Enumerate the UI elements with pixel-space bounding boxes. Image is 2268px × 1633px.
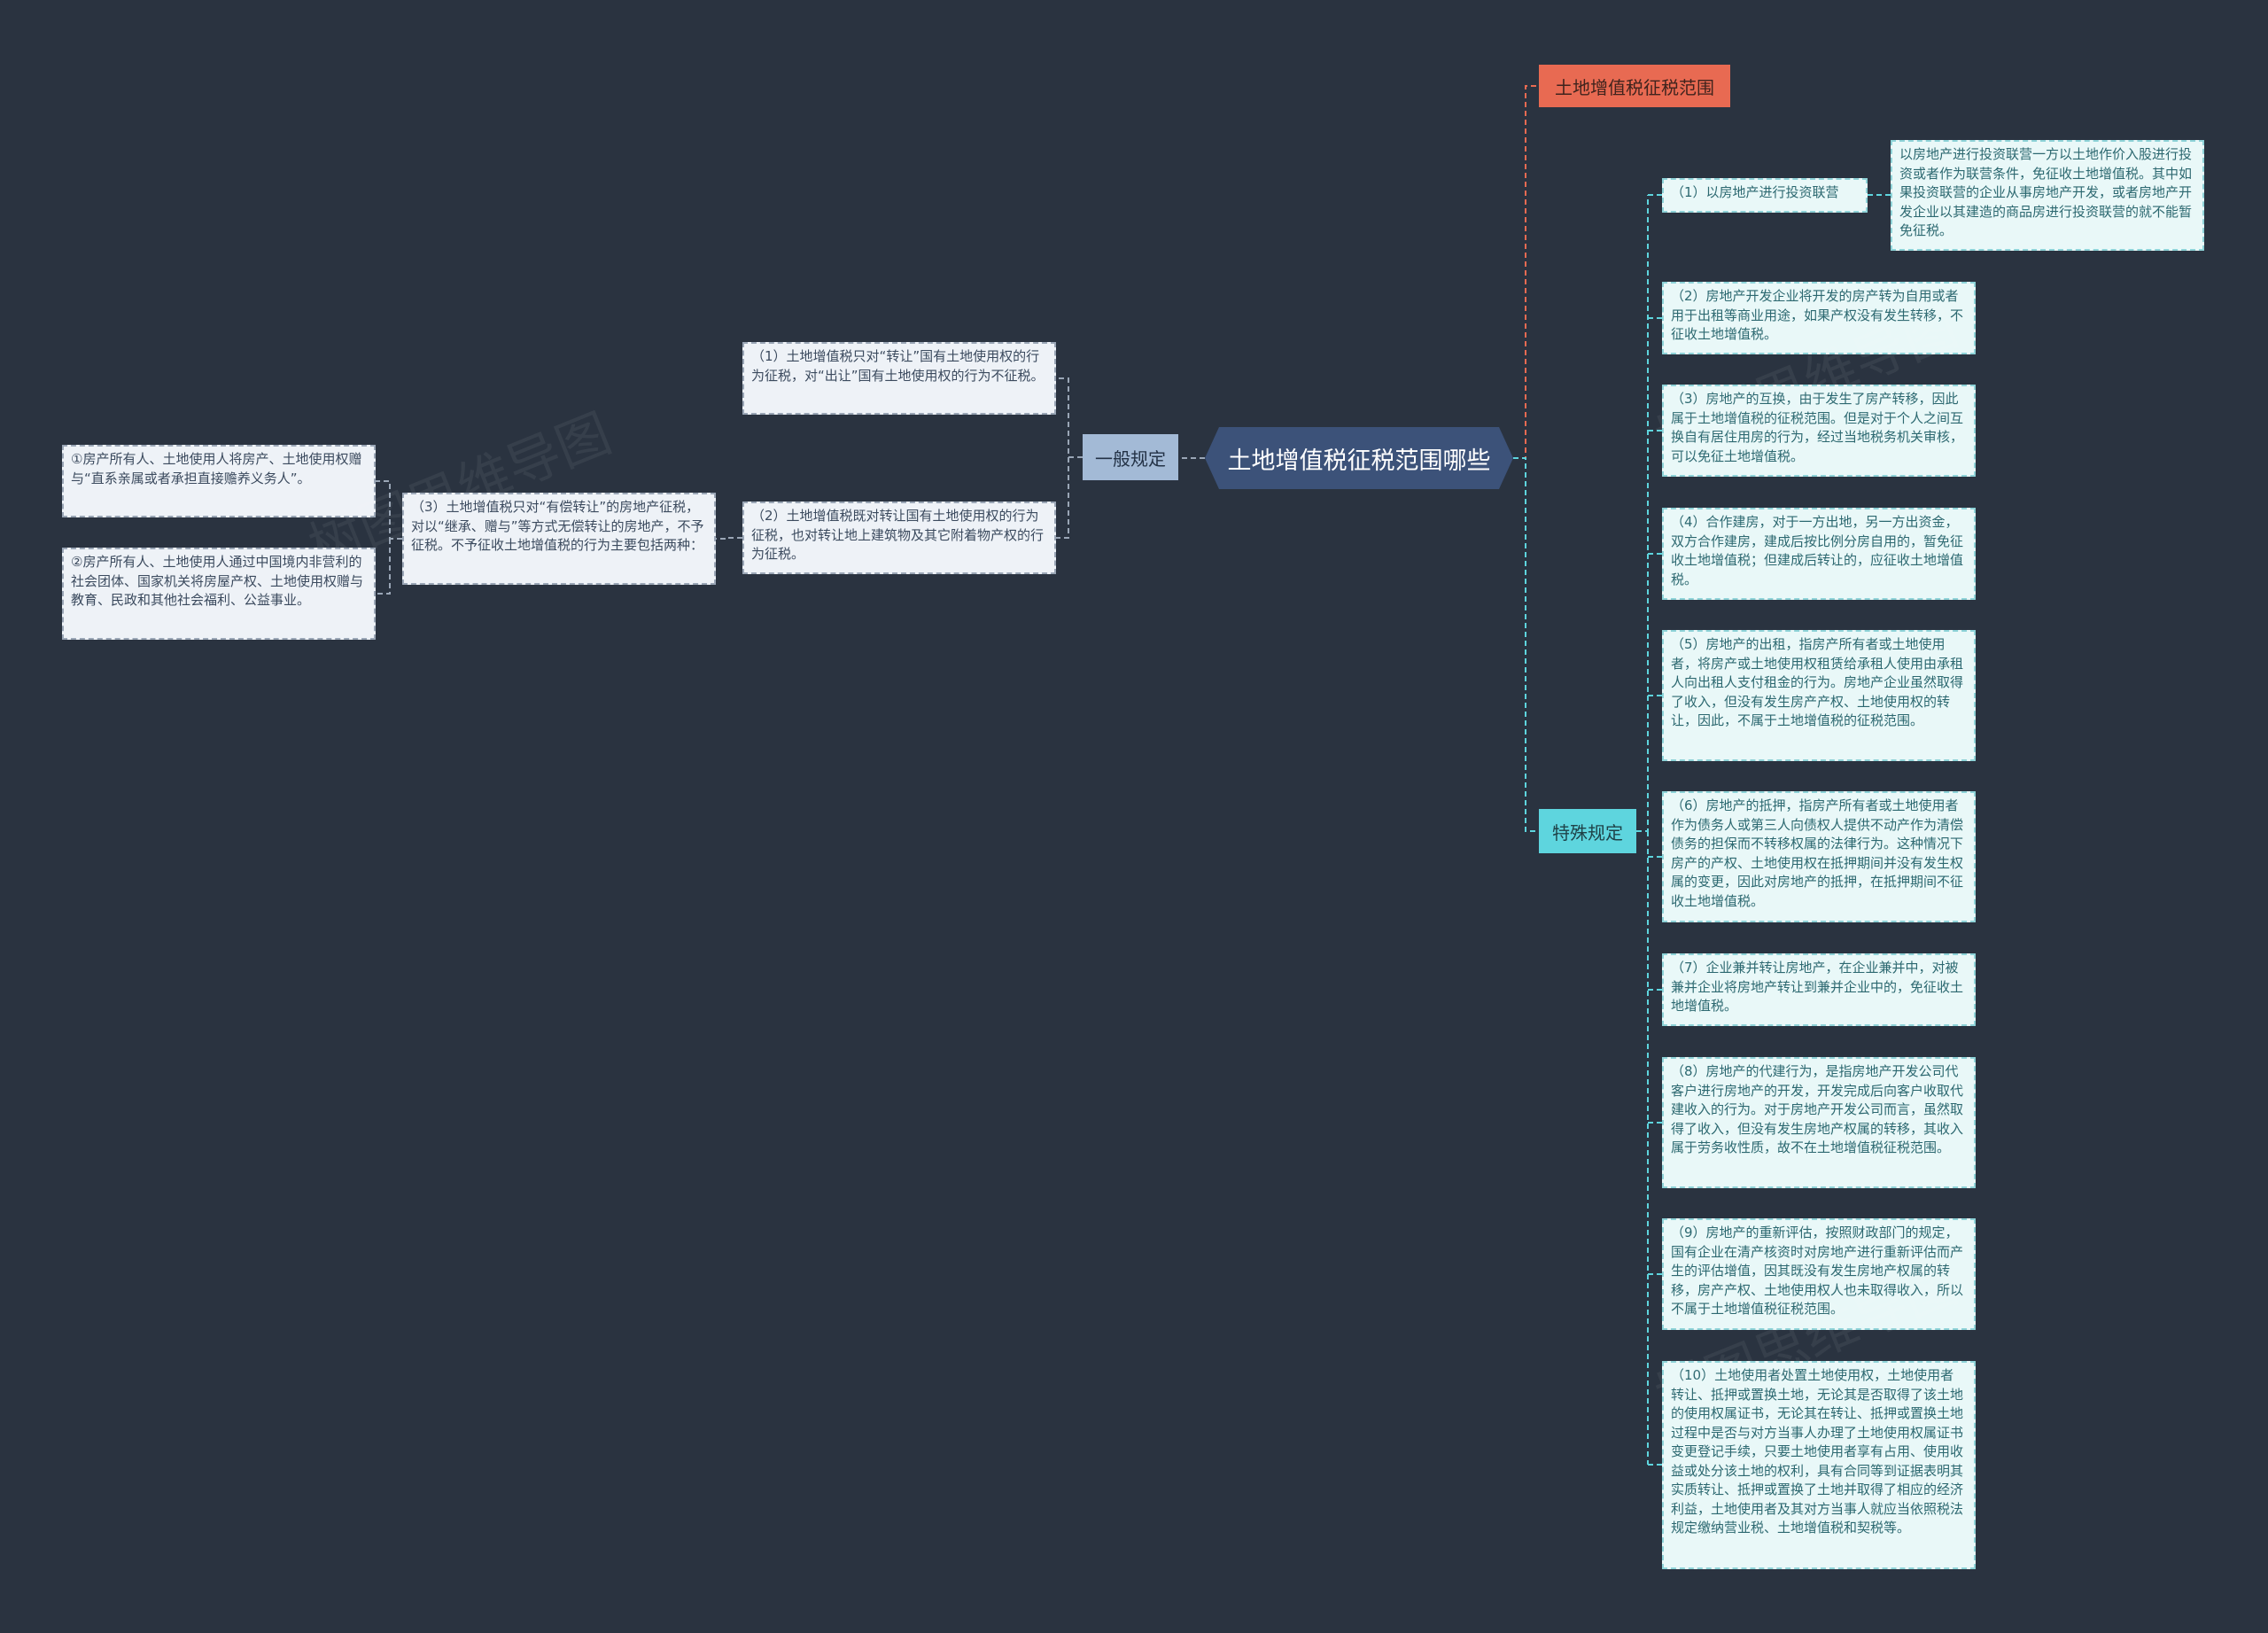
connector-special-trunk [1636, 195, 1649, 1465]
general-item-2[interactable]: （2）土地增值税既对转让国有土地使用权的行为征税，也对转让地上建筑物及其它附着物… [742, 502, 1056, 574]
root-label: 土地增值税征税范围哪些 [1227, 447, 1491, 475]
special-sub-item-1[interactable]: 以房地产进行投资联营一方以土地作价入股进行投资或者作为联营条件，免征收土地增值税… [1891, 140, 2204, 251]
root-node[interactable]: 土地增值税征税范围哪些 [1205, 427, 1513, 489]
connector-general-item-3 [716, 537, 742, 540]
special-item-10[interactable]: （10）土地使用者处置土地使用权，土地使用者转让、抵押或置换土地，无论其是否取得… [1662, 1361, 1976, 1569]
special-item-9[interactable]: （9）房地产的重新评估，按照财政部门的规定，国有企业在清产核资时对房地产进行重新… [1662, 1218, 1976, 1330]
connector-general-items [1056, 377, 1083, 539]
branch-scope[interactable]: 土地增值税征税范围 [1539, 65, 1730, 107]
special-item-5[interactable]: （5）房地产的出租，指房产所有者或土地使用者，将房产或土地使用权租赁给承租人使用… [1662, 630, 1976, 761]
special-item-1[interactable]: （1）以房地产进行投资联营 [1662, 178, 1868, 213]
special-item-8[interactable]: （8）房地产的代建行为，是指房地产开发公司代客户进行房地产的开发，开发完成后向客… [1662, 1057, 1976, 1188]
branch-general[interactable]: 一般规定 [1083, 434, 1178, 480]
connector-general-sub-items [376, 480, 402, 595]
general-sub-item-2[interactable]: ②房产所有人、土地使用人通过中国境内非营利的社会团体、国家机关将房屋产权、土地使… [62, 548, 376, 640]
general-item-3[interactable]: （3）土地增值税只对“有偿转让”的房地产征税，对以“继承、赠与”等方式无偿转让的… [402, 493, 716, 585]
branch-special[interactable]: 特殊规定 [1539, 809, 1636, 853]
general-sub-item-1[interactable]: ①房产所有人、土地使用人将房产、土地使用权赠与“直系亲属或者承担直接赡养义务人”… [62, 445, 376, 517]
branch-scope-label: 土地增值税征税范围 [1555, 76, 1714, 98]
branch-general-label: 一般规定 [1095, 447, 1166, 470]
connector-root-special [1513, 457, 1539, 832]
general-item-1[interactable]: （1）土地增值税只对“转让”国有土地使用权的行为征税，对“出让”国有土地使用权的… [742, 342, 1056, 415]
special-item-2[interactable]: （2）房地产开发企业将开发的房产转为自用或者用于出租等商业用途，如果产权没有发生… [1662, 282, 1976, 354]
branch-special-label: 特殊规定 [1552, 821, 1623, 844]
connector-root-scope [1513, 85, 1539, 459]
special-item-4[interactable]: （4）合作建房，对于一方出地，另一方出资金，双方合作建房，建成后按比例分房自用的… [1662, 508, 1976, 600]
special-item-6[interactable]: （6）房地产的抵押，指房产所有者或土地使用者作为债务人或第三人向债权人提供不动产… [1662, 791, 1976, 922]
special-item-7[interactable]: （7）企业兼并转让房地产，在企业兼并中，对被兼并企业将房地产转让到兼并企业中的，… [1662, 953, 1976, 1026]
special-item-3[interactable]: （3）房地产的互换，由于发生了房产转移，因此属于土地增值税的征税范围。但是对于个… [1662, 385, 1976, 477]
